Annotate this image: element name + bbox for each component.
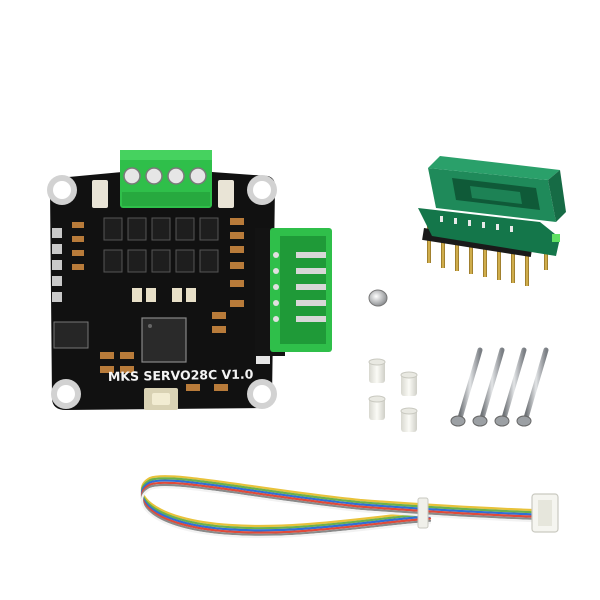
ribbon-cable xyxy=(140,475,534,539)
cable-connector xyxy=(531,493,559,533)
passive-components xyxy=(72,218,244,391)
magnet xyxy=(368,289,388,307)
adapter-header-pins xyxy=(427,225,548,286)
microcontroller-chip xyxy=(141,317,187,363)
motor-connector xyxy=(270,228,332,352)
adapter-connector xyxy=(428,156,566,222)
board-label: MKS SERVO28C V1.0 xyxy=(108,366,254,384)
mounting-holes xyxy=(47,175,277,409)
adapter-board xyxy=(418,156,566,286)
nylon-spacers xyxy=(368,358,418,432)
push-button xyxy=(144,388,178,410)
power-terminal-block xyxy=(120,150,212,208)
driver-ic xyxy=(53,321,89,349)
driver-board: MKS SERVO28C V1.0 xyxy=(47,150,332,410)
cable-tie xyxy=(417,497,429,529)
left-header xyxy=(52,228,62,302)
screws xyxy=(450,347,549,427)
mosfet-array xyxy=(103,217,219,273)
